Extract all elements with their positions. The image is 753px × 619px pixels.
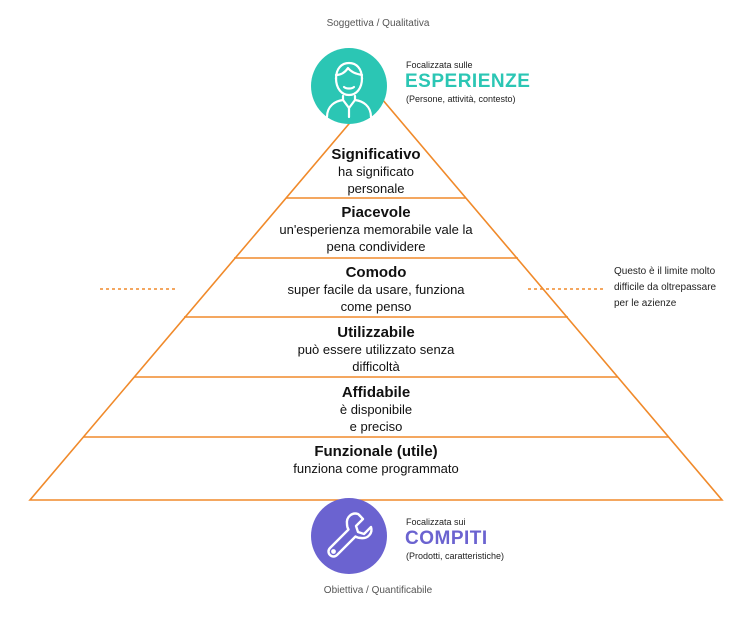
level-description: può essere utilizzato senza [297,342,455,357]
tasks-prefix: Focalizzata sui [406,517,466,527]
level-description: un'esperienza memorabile vale la [279,222,473,237]
level-utilizzabile: Utilizzabile può essere utilizzato senza… [196,324,556,375]
level-piacevole: Piacevole un'esperienza memorabile vale … [196,204,556,255]
experience-prefix: Focalizzata sulle [406,60,473,70]
level-title: Utilizzabile [337,324,415,341]
tasks-subtitle: (Prodotti, caratteristiche) [406,551,505,561]
level-description: super facile da usare, funziona [287,282,465,297]
level-comodo: Comodo super facile da usare, funziona c… [196,264,556,315]
level-description: è disponibile [339,402,413,417]
limit-note: Questo è il limite molto difficile da ol… [614,264,716,312]
level-description: pena condividere [326,239,426,254]
level-funzionale: Funzionale (utile) funziona come program… [196,443,556,477]
tasks-title: COMPITI [405,528,488,549]
bottom-axis-label: Obiettiva / Quantificabile [323,585,433,596]
experience-title: ESPERIENZE [405,71,531,92]
limit-note-line: difficile da oltrepassare [614,282,717,293]
level-description: personale [347,181,405,196]
limit-note-line: Questo è il limite molto [614,266,716,277]
level-description: ha significato [338,164,414,179]
level-title: Piacevole [341,204,411,221]
level-affidabile: Affidabile è disponibile e preciso [196,384,556,435]
level-title: Comodo [345,264,407,281]
experience-person-icon [311,48,387,124]
level-title: Funzionale (utile) [314,443,438,460]
level-description: difficoltà [352,359,400,374]
level-significativo: Significativo ha significato personale [196,146,556,197]
level-title: Significativo [331,146,421,163]
level-description: e preciso [349,419,403,434]
level-description: come penso [340,299,412,314]
pyramid-outline [28,90,724,501]
tasks-wrench-icon [311,498,387,574]
top-axis-label: Soggettiva / Qualitativa [326,18,430,29]
limit-note-line: per le azienze [614,298,677,309]
experience-subtitle: (Persone, attività, contesto) [406,94,516,104]
level-title: Affidabile [341,384,411,401]
level-description: funziona come programmato [293,461,459,476]
